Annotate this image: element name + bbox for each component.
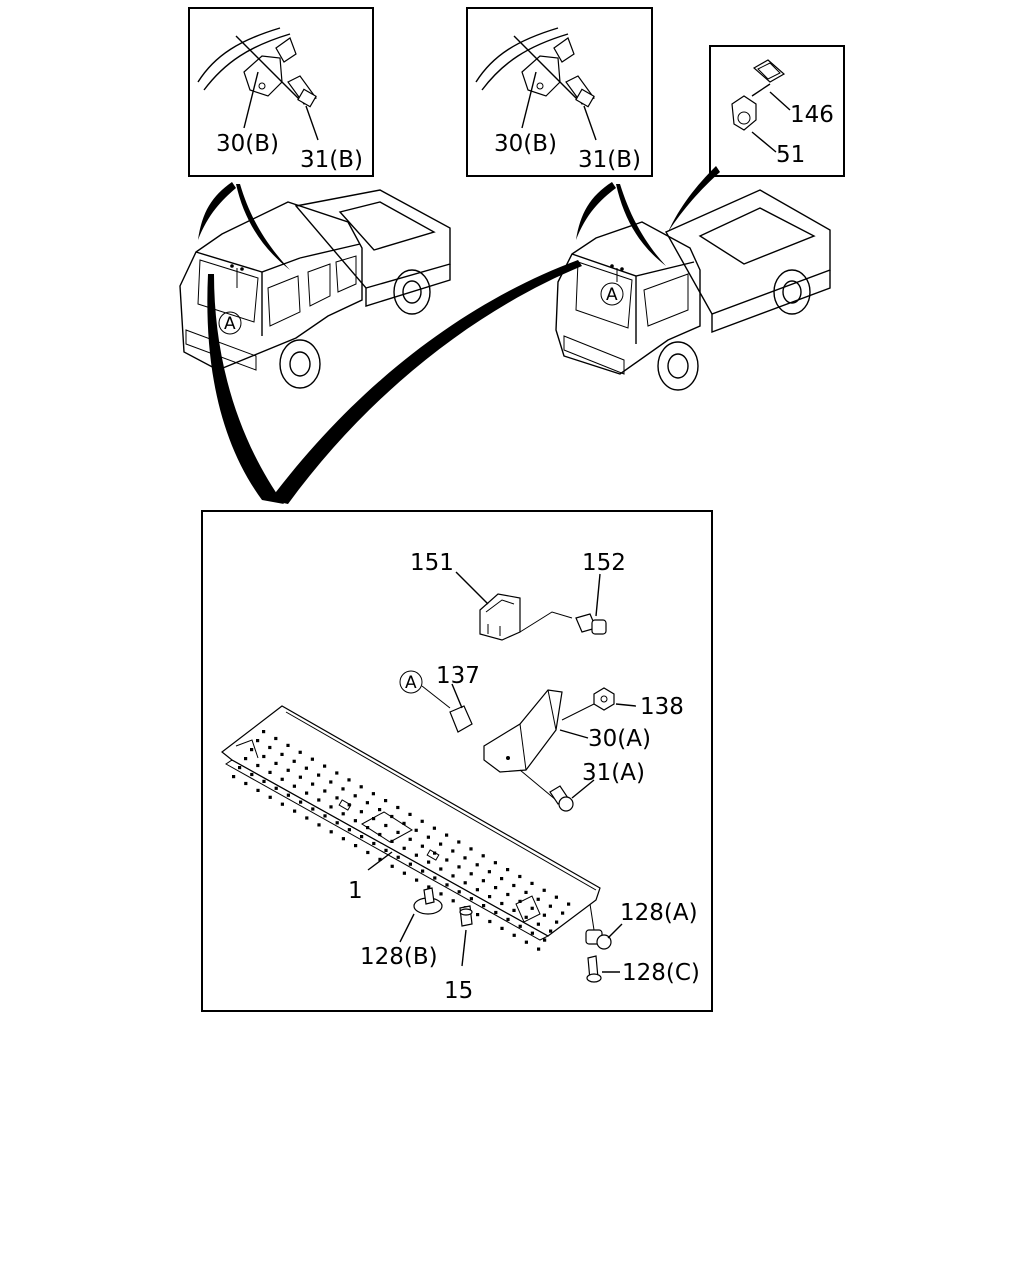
connector-swooshes: [198, 166, 720, 504]
reference-a-truck1: A: [224, 314, 236, 334]
reference-a-truck2: A: [606, 285, 618, 305]
inset-box-2: 30(B) 31(B): [466, 7, 653, 177]
double-cab-truck-icon: A: [179, 189, 451, 389]
callout-128b: 128(B): [360, 944, 438, 970]
callout-128c: 128(C): [622, 960, 700, 986]
callout-15: 15: [444, 978, 473, 1004]
bracket-151: 151: [410, 550, 573, 641]
callout-138: 138: [640, 694, 684, 720]
callout-151: 151: [410, 550, 454, 576]
fastener-128a: 128(A): [585, 900, 698, 950]
callout-30a: 30(A): [588, 726, 651, 752]
callout-128a: 128(A): [620, 900, 698, 926]
fastener-128b: 128(B): [360, 887, 443, 970]
bolt-152: 152: [575, 550, 626, 635]
callout-51: 51: [776, 142, 805, 168]
callout-137: 137: [436, 663, 480, 689]
callout-31b-2: 31(B): [578, 147, 641, 173]
single-cab-truck-icon: A: [555, 189, 831, 391]
bracket-30a: 30(A): [483, 689, 651, 773]
inset-box-1: 30(B) 31(B): [188, 7, 374, 177]
callout-31a: 31(A): [582, 760, 645, 786]
reference-a-main: A: [405, 673, 417, 693]
callout-1: 1: [348, 878, 363, 904]
callout-30b-2: 30(B): [494, 131, 557, 157]
callout-30b-1: 30(B): [216, 131, 279, 157]
clip-137: A 137: [399, 663, 480, 733]
nut-138: 138: [561, 687, 684, 721]
panel-texture: [232, 730, 571, 951]
fastener-15: 15: [444, 905, 473, 1004]
callout-152: 152: [582, 550, 626, 576]
inset-box-3: 146 51: [709, 45, 845, 177]
callout-31b-1: 31(B): [300, 147, 363, 173]
bolt-31a: 31(A): [519, 760, 645, 812]
main-detail-box: [201, 510, 713, 1012]
rear-panel-icon: 1: [221, 705, 601, 951]
callout-146: 146: [790, 102, 834, 128]
fastener-128c: 128(C): [586, 955, 700, 986]
